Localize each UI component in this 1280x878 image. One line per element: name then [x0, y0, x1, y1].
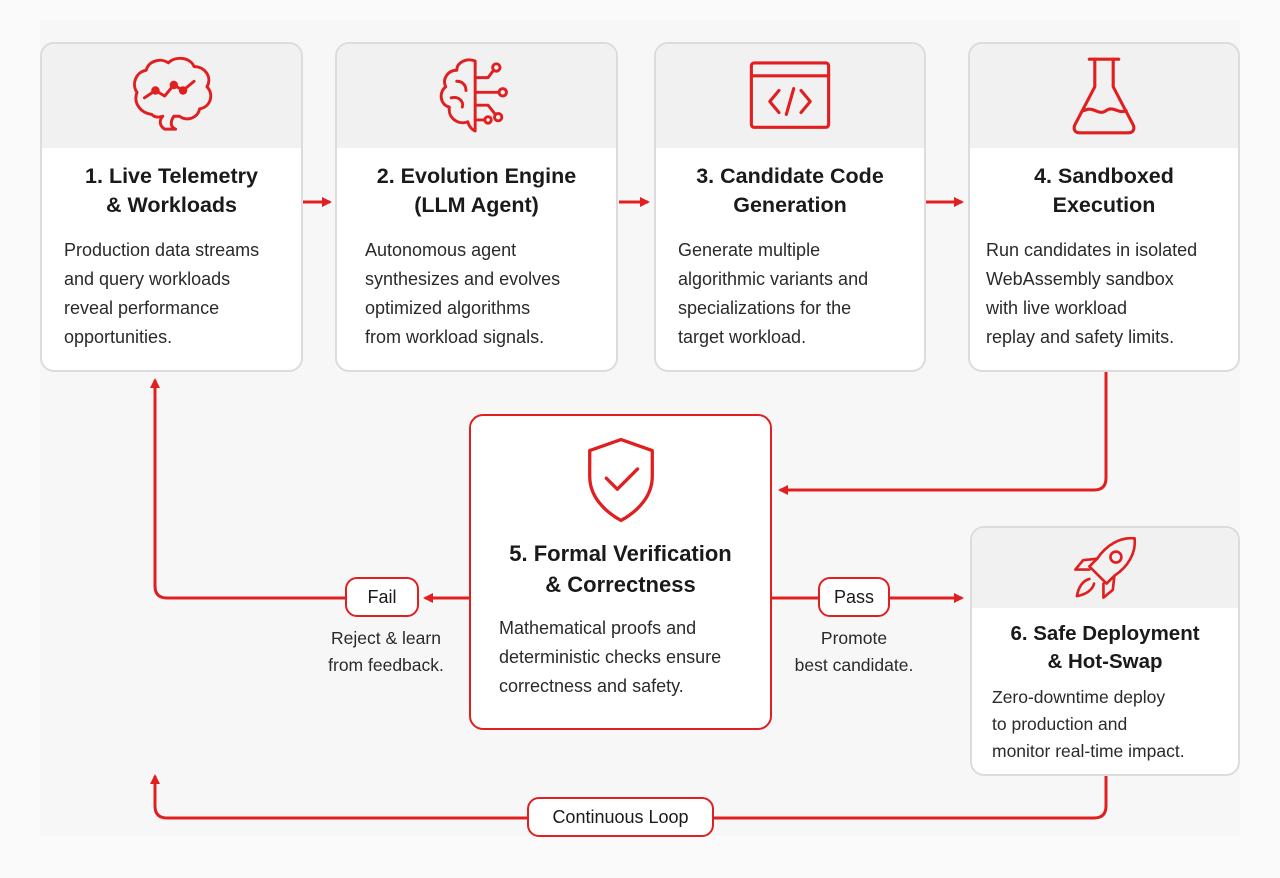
shield-check-icon: [587, 437, 654, 523]
step-desc-line: Zero-downtime deploy: [992, 687, 1166, 707]
fail-caption: Reject & learn from feedback.: [306, 625, 466, 679]
step-desc-line: from workload signals.: [365, 327, 545, 347]
step-card-candidate-generation: 3. Candidate Code Generation Generate mu…: [654, 42, 926, 372]
step-desc-line: monitor real-time impact.: [992, 741, 1185, 761]
step-title: 6. Safe Deployment & Hot-Swap: [972, 620, 1238, 676]
fail-badge: Fail: [345, 577, 419, 617]
caption-line: best candidate.: [794, 655, 914, 675]
step-description: Mathematical proofs and deterministic ch…: [499, 614, 760, 701]
step-desc-line: deterministic checks ensure: [499, 647, 722, 667]
step-desc-line: replay and safety limits.: [986, 327, 1175, 347]
step-icon-band: [337, 44, 616, 148]
step-description: Zero-downtime deploy to production and m…: [992, 684, 1228, 765]
caption-line: from feedback.: [328, 655, 444, 675]
step-description: Production data streams and query worklo…: [64, 236, 291, 352]
step-title-line: Generation: [733, 193, 847, 217]
step-desc-line: Mathematical proofs and: [499, 618, 697, 638]
step-title-line: 2. Evolution Engine: [376, 164, 577, 188]
step-desc-line: Autonomous agent: [365, 240, 517, 260]
step-card-telemetry: 1. Live Telemetry & Workloads Production…: [40, 42, 303, 372]
step-title-line: Execution: [1052, 193, 1156, 217]
step-title-line: & Correctness: [545, 572, 696, 597]
step-card-sandboxed-execution: 4. Sandboxed Execution Run candidates in…: [968, 42, 1240, 372]
step-icon-band: [656, 44, 924, 148]
step-icon-band: [972, 528, 1238, 608]
step-title: 3. Candidate Code Generation: [656, 162, 924, 220]
rocket-icon: [1074, 536, 1137, 599]
step-title: 2. Evolution Engine (LLM Agent): [337, 162, 616, 220]
step-desc-line: synthesizes and evolves: [365, 269, 561, 289]
step-card-safe-deployment: 6. Safe Deployment & Hot-Swap Zero-downt…: [970, 526, 1240, 776]
pass-caption: Promote best candidate.: [776, 625, 932, 679]
code-window-icon: [749, 61, 831, 129]
step-title-line: 5. Formal Verification: [509, 541, 732, 566]
step-desc-line: Generate multiple: [678, 240, 821, 260]
step-desc-line: target workload.: [678, 327, 807, 347]
step-description: Generate multiple algorithmic variants a…: [678, 236, 914, 352]
step-card-formal-verification: 5. Formal Verification & Correctness Mat…: [469, 414, 772, 730]
step-title-line: 1. Live Telemetry: [85, 164, 258, 188]
continuous-loop-badge: Continuous Loop: [527, 797, 714, 837]
step-icon-band: [42, 44, 301, 148]
step-title-line: 4. Sandboxed: [1034, 164, 1174, 188]
step-title-line: 6. Safe Deployment: [1010, 622, 1200, 645]
step-desc-line: algorithmic variants and: [678, 269, 869, 289]
step-desc-line: WebAssembly sandbox: [986, 269, 1174, 289]
step-desc-line: Run candidates in isolated: [986, 240, 1198, 260]
step-title: 4. Sandboxed Execution: [970, 162, 1238, 220]
step-desc-line: reveal performance: [64, 298, 220, 318]
step-title-line: 3. Candidate Code: [696, 164, 884, 188]
step-title-line: (LLM Agent): [414, 193, 539, 217]
step-card-evolution-engine: 2. Evolution Engine (LLM Agent) Autonomo…: [335, 42, 618, 372]
brain-icon: [132, 56, 212, 131]
arrow-4-to-5: [778, 372, 1108, 495]
step-desc-line: with live workload: [986, 298, 1128, 318]
step-desc-line: to production and: [992, 714, 1128, 734]
step-title-line: & Workloads: [105, 193, 237, 217]
neural-circuit-icon: [439, 58, 508, 133]
caption-line: Reject & learn: [331, 628, 441, 648]
step-desc-line: specializations for the: [678, 298, 852, 318]
step-icon-band: [471, 424, 770, 536]
step-description: Run candidates in isolated WebAssembly s…: [986, 236, 1228, 352]
arrow-fail-to-1: [150, 378, 345, 600]
step-title-line: & Hot-Swap: [1047, 650, 1163, 673]
step-description: Autonomous agent synthesizes and evolves…: [365, 236, 606, 352]
step-desc-line: Production data streams: [64, 240, 260, 260]
loop-arrow: [155, 776, 1108, 820]
step-title: 1. Live Telemetry & Workloads: [42, 162, 301, 220]
step-icon-band: [970, 44, 1238, 148]
step-desc-line: opportunities.: [64, 327, 173, 347]
pass-badge: Pass: [818, 577, 890, 617]
flask-icon: [1072, 57, 1136, 135]
step-title: 5. Formal Verification & Correctness: [471, 538, 770, 600]
step-desc-line: correctness and safety.: [499, 676, 684, 696]
caption-line: Promote: [820, 628, 888, 648]
step-desc-line: optimized algorithms: [365, 298, 531, 318]
step-desc-line: and query workloads: [64, 269, 231, 289]
